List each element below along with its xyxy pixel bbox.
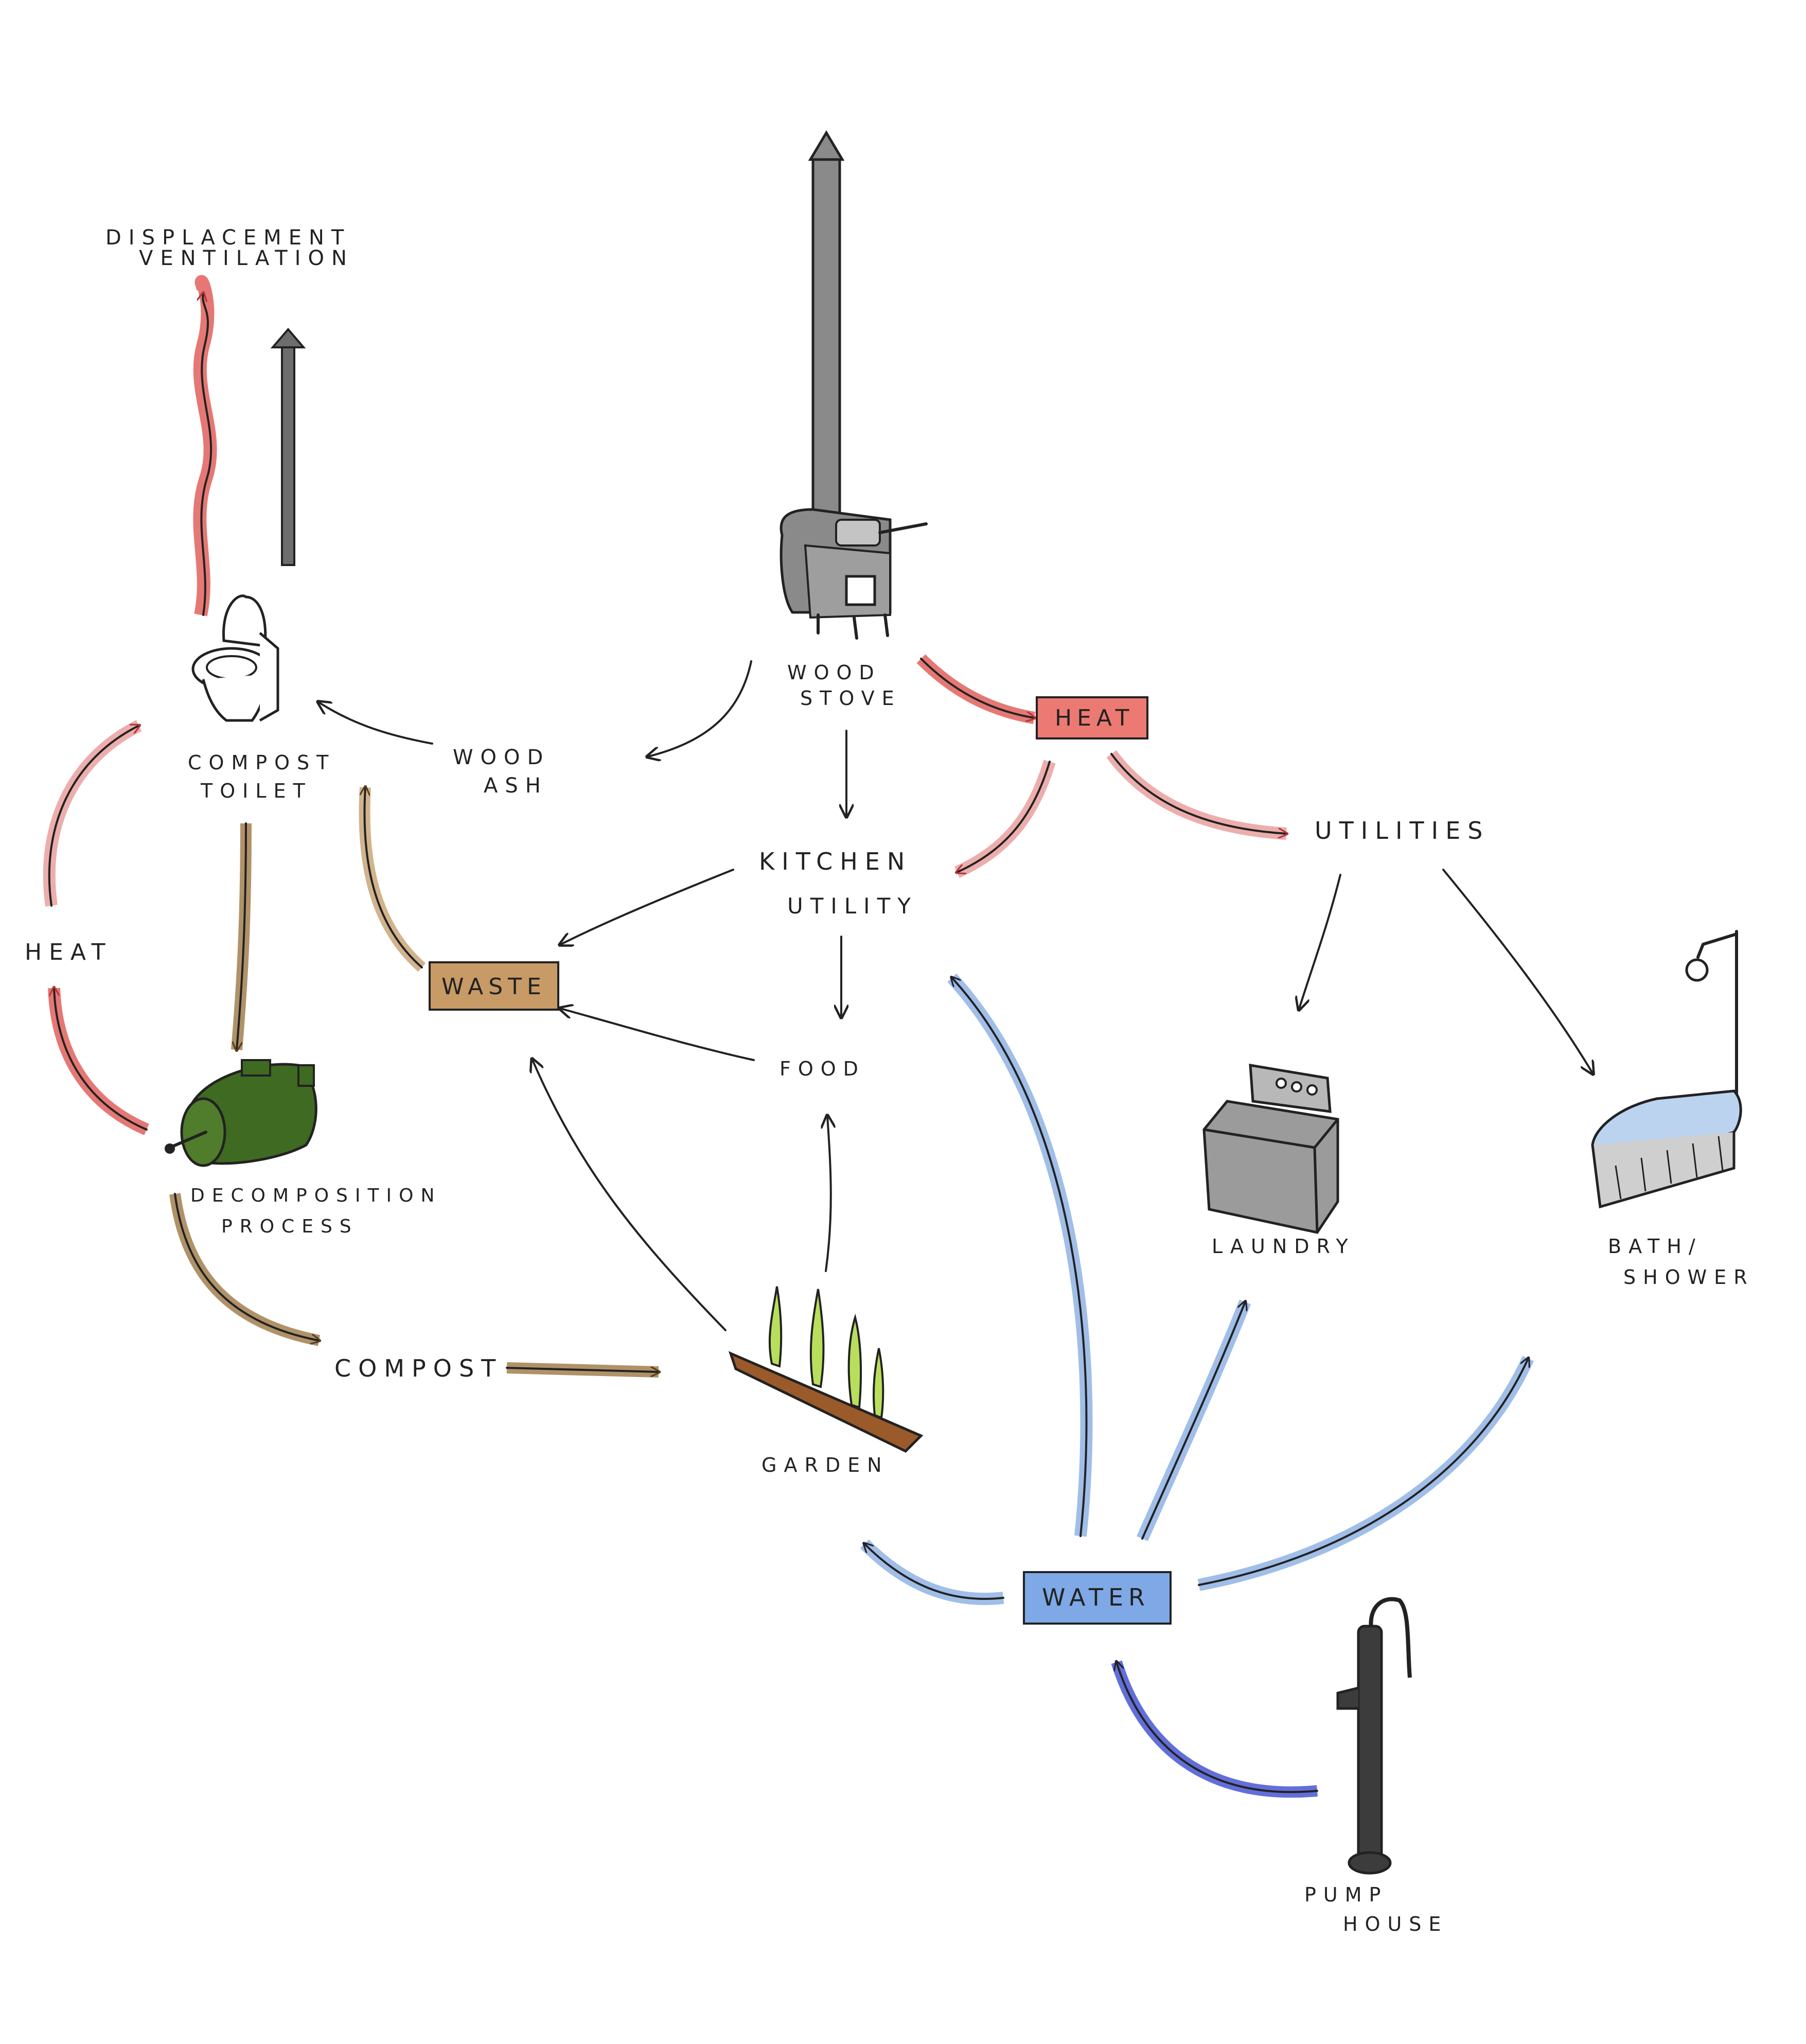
heat-box: HEAT bbox=[1036, 696, 1148, 739]
decomposition-label: DECOMPOSITION bbox=[190, 1185, 441, 1206]
wood-stove-label-2: STOVE bbox=[800, 687, 901, 710]
heat-to-kitchen-arrow bbox=[954, 760, 1056, 878]
waste-to-toilet-arrow bbox=[359, 787, 426, 972]
decomposer-drum-icon bbox=[165, 1059, 317, 1167]
utility-label: UTILITY bbox=[787, 893, 918, 919]
compost-flows bbox=[169, 787, 659, 1378]
compost-toilet-label-1: COMPOST bbox=[188, 751, 335, 774]
pump-house-icon bbox=[1336, 1597, 1412, 1875]
decomposer-to-heat-arrow bbox=[48, 988, 149, 1136]
process-label: PROCESS bbox=[221, 1216, 359, 1237]
kitchen-to-waste-arrow bbox=[561, 869, 734, 944]
waste-box-label: WASTE bbox=[441, 974, 546, 1000]
labels: DISPLACEMENT VENTILATION COMPOST TOILET … bbox=[25, 226, 1755, 1935]
waste-box: WASTE bbox=[429, 961, 559, 1011]
heat-left-label: HEAT bbox=[25, 939, 112, 965]
heat-flows bbox=[43, 275, 1287, 1136]
vent-heat-wavy-ink bbox=[201, 293, 213, 616]
chimney-icon bbox=[808, 130, 845, 542]
heat-to-toilet-arrow bbox=[43, 720, 142, 907]
water-box: WATER bbox=[1023, 1571, 1172, 1625]
compost-label: COMPOST bbox=[334, 1354, 503, 1382]
vent-pipe-icon bbox=[270, 327, 306, 566]
stove-to-ash-arrow bbox=[648, 660, 752, 756]
utilities-to-bath-arrow bbox=[1442, 869, 1592, 1073]
ventilation-label: VENTILATION bbox=[139, 246, 354, 270]
garden-to-food-arrow bbox=[826, 1117, 831, 1272]
utilities-to-laundry-arrow bbox=[1299, 874, 1341, 1009]
pump-to-water-arrow bbox=[1111, 1660, 1318, 1798]
wood-stove-icon bbox=[780, 508, 928, 640]
washing-machine-icon bbox=[1202, 1064, 1339, 1234]
food-label: FOOD bbox=[780, 1058, 865, 1080]
ash-to-toilet-arrow bbox=[319, 702, 433, 745]
shower-label: SHOWER bbox=[1623, 1266, 1755, 1289]
wood-ash-label-1: WOOD bbox=[453, 746, 550, 769]
bathtub-shower-icon bbox=[1591, 930, 1742, 1209]
heat-to-utilities-arrow bbox=[1106, 750, 1287, 840]
food-to-waste-arrow bbox=[561, 1009, 755, 1061]
stove-to-heat-arrow bbox=[916, 654, 1035, 724]
water-to-bath-arrow bbox=[1197, 1356, 1534, 1591]
pump-label: PUMP bbox=[1304, 1883, 1388, 1906]
garden-to-waste-arrow bbox=[533, 1060, 727, 1331]
garden-label: GARDEN bbox=[762, 1454, 889, 1476]
compost-toilet-label-2: TOILET bbox=[200, 780, 312, 802]
kitchen-label: KITCHEN bbox=[759, 848, 912, 875]
laundry-label: LAUNDRY bbox=[1212, 1235, 1355, 1258]
compost-toilet-icon bbox=[191, 594, 279, 722]
water-box-label: WATER bbox=[1042, 1583, 1150, 1611]
ink-flows bbox=[319, 660, 1592, 1331]
water-flows bbox=[860, 973, 1534, 1798]
wood-stove-label-1: WOOD bbox=[787, 661, 881, 684]
displacement-label: DISPLACEMENT bbox=[105, 226, 351, 250]
bath-label: BATH/ bbox=[1608, 1235, 1703, 1258]
heat-box-label: HEAT bbox=[1055, 705, 1134, 731]
garden-bed-icon bbox=[728, 1286, 924, 1453]
water-to-kitchen-arrow bbox=[947, 973, 1093, 1537]
wood-ash-label-2: ASH bbox=[484, 774, 548, 798]
utilities-label: UTILITIES bbox=[1315, 817, 1490, 844]
house-label: HOUSE bbox=[1343, 1913, 1448, 1935]
